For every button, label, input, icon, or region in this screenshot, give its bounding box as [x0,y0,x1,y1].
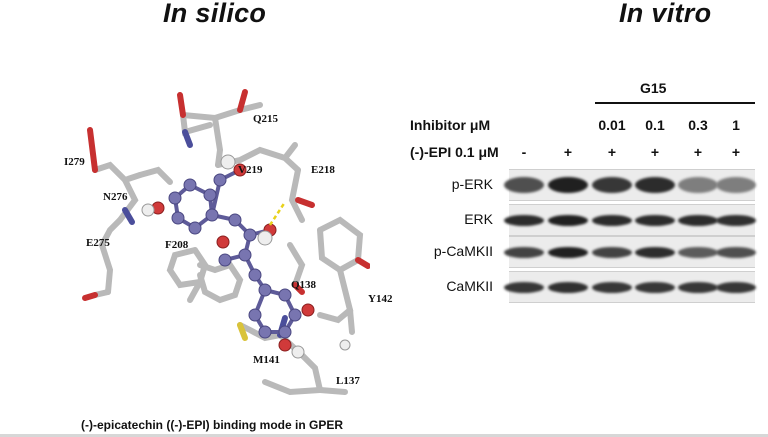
inhibitor-concentration: 0.01 [598,117,626,133]
blot-band [716,177,756,193]
oxygen-stick [82,292,98,301]
oxygen-stick [355,257,370,269]
blot-band [678,215,718,226]
blot-strip [504,169,756,201]
ligand-hydrogens [141,154,351,359]
residue-label: Q215 [253,113,279,125]
blot-band [548,247,588,258]
oxygen-stick [237,89,248,113]
residue-label: M141 [253,354,280,366]
blot-band [678,282,718,293]
blot-band [716,247,756,258]
residue-label: E218 [311,164,335,176]
epi-treatment-sign: + [650,144,660,160]
blot-band [592,282,632,293]
epi-treatment-sign: + [731,144,741,160]
oxygen-stick [292,282,305,295]
nitrogen-stick [182,129,193,148]
bottom-border [0,434,768,437]
epi-row-label: (-)-EPI 0.1 μM [410,144,499,160]
residue-label: F208 [165,239,189,251]
docking-structure-image [82,89,370,396]
blot-band [592,247,632,258]
residue-label: I279 [64,156,85,168]
oxygen-stick [295,197,315,208]
blot-band [716,215,756,226]
blot-band [504,215,544,226]
blot-band [548,215,588,226]
blot-band [592,177,632,193]
inhibitor-concentration: 1 [732,117,740,133]
epi-treatment-sign: - [521,144,527,160]
inhibitor-concentration: 0.1 [645,117,665,133]
nitrogen-stick [122,207,135,225]
blot-band [504,282,544,293]
in-vitro-title: In vitro [619,0,712,28]
epi-treatment-sign: + [607,144,617,160]
blot-band [635,247,675,258]
residue-label: L137 [336,375,360,387]
in-silico-title: In silico [163,0,267,28]
inhibitor-row-label: Inhibitor μM [410,117,491,133]
oxygen-stick [87,127,98,173]
figure-caption: (-)-epicatechin ((-)-EPI) binding mode i… [81,418,343,432]
blot-band [504,177,544,193]
blot-strip [504,271,756,303]
blot-label: CaMKII [446,278,493,294]
blot-band [678,247,718,258]
blot-label: p-ERK [451,176,493,192]
residue-label: Q138 [291,279,317,291]
g15-bracket-line [595,102,755,104]
residue-label: V219 [238,164,263,176]
blot-band [548,177,588,193]
oxygen-stick [177,92,186,118]
epi-treatment-sign: + [563,144,573,160]
g15-group-label: G15 [640,80,667,96]
blot-band [635,177,675,193]
blot-band [635,282,675,293]
blot-band [678,177,718,193]
residue-label: Y142 [368,293,393,305]
residue-label: E275 [86,237,110,249]
ligand-atoms [168,173,302,339]
blot-band [504,247,544,258]
inhibitor-concentration: 0.3 [688,117,708,133]
blot-label: ERK [464,211,493,227]
residue-label: N276 [103,191,128,203]
blot-band [635,215,675,226]
blot-strip [504,204,756,236]
protein-residue-sticks [92,102,364,396]
epi-treatment-sign: + [693,144,703,160]
blot-band [548,282,588,293]
blot-band [716,282,756,293]
blot-band [592,215,632,226]
blot-strip [504,236,756,268]
sulfur-stick [237,322,248,341]
hydrogen-bond [268,201,287,226]
blot-label: p-CaMKII [433,243,493,259]
